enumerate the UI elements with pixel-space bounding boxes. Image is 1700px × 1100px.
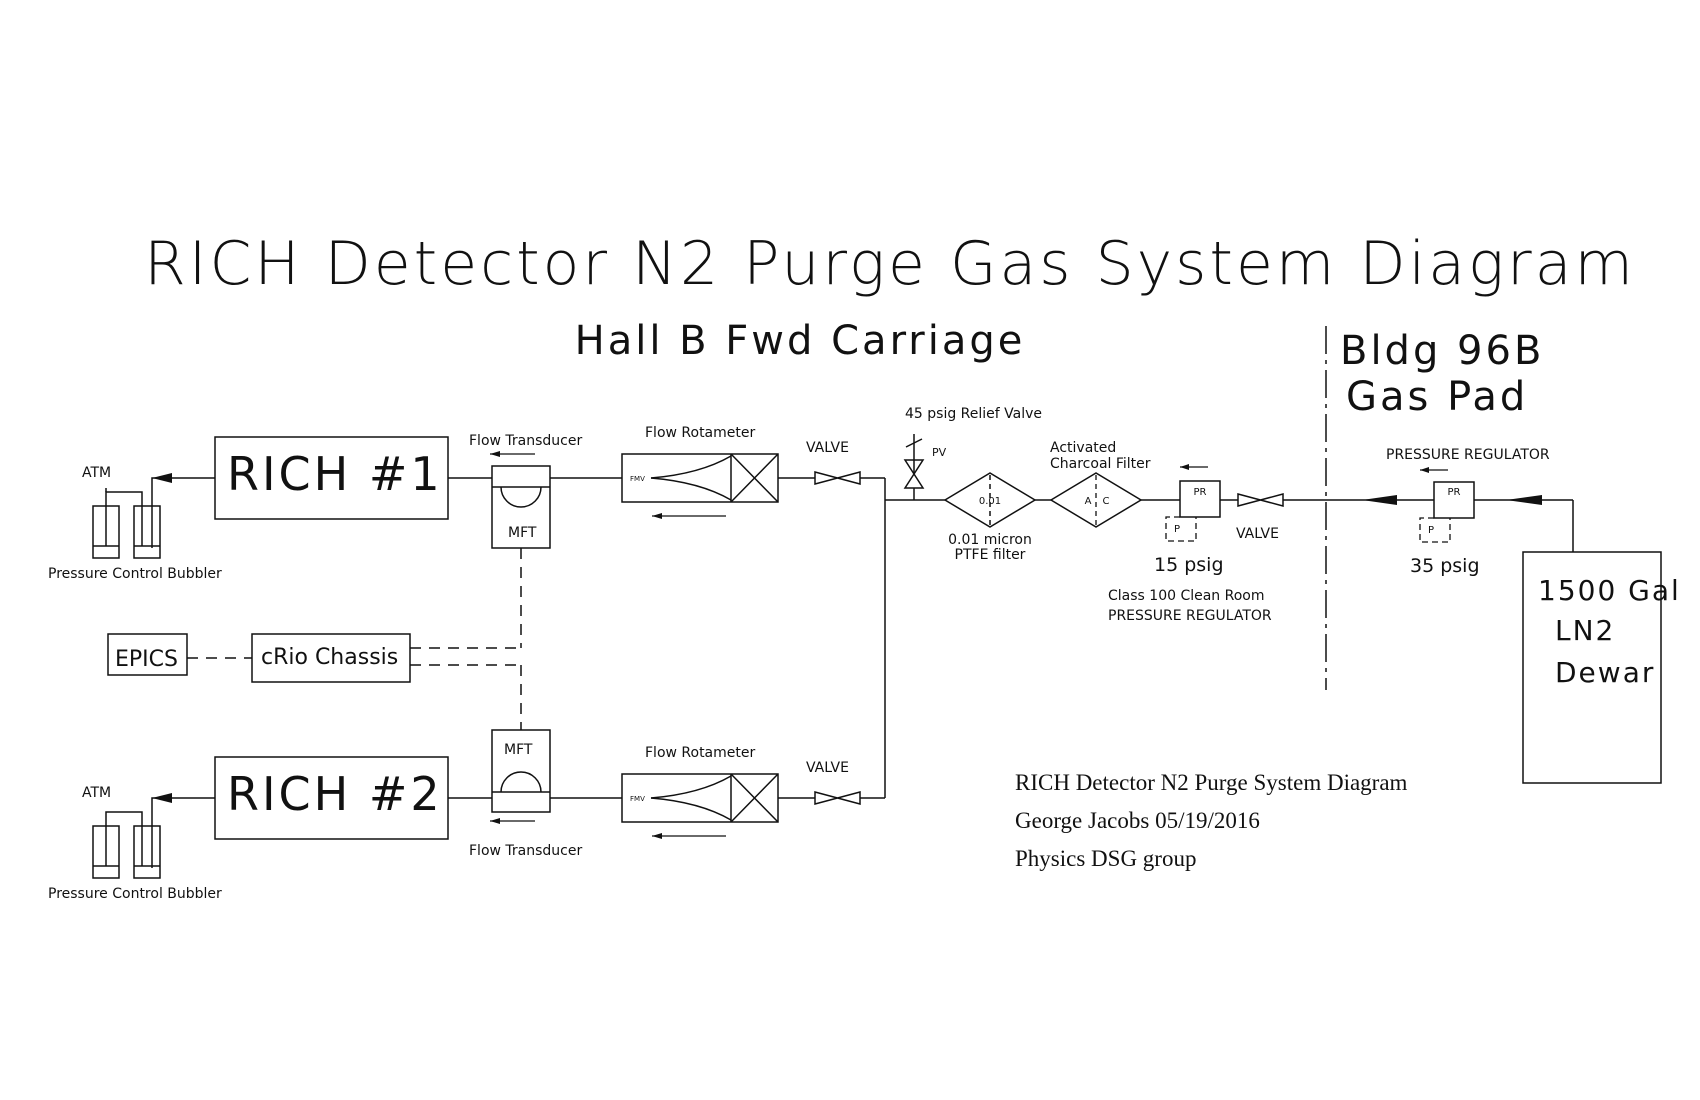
flow-rotameter-label: Flow Rotameter <box>645 425 755 441</box>
bubbler-label: Pressure Control Bubbler <box>48 886 222 902</box>
flow-rotameter-1: Flow Rotameter FMV <box>621 425 779 519</box>
clean-room-label-2: PRESSURE REGULATOR <box>1108 608 1272 624</box>
valve-label: VALVE <box>806 440 849 456</box>
dewar-label-2: LN2 <box>1555 614 1615 647</box>
psig-35-label: 35 psig <box>1410 555 1480 577</box>
ptfe-filter-mark: 0.01 <box>979 496 1001 507</box>
fmv-label: FMV <box>630 475 645 483</box>
info-line-3: Physics DSG group <box>1015 846 1196 871</box>
epics-label: EPICS <box>115 647 178 672</box>
charcoal-a: A <box>1085 496 1092 507</box>
info-line-1: RICH Detector N2 Purge System Diagram <box>1015 770 1408 795</box>
flow-transducer-2: MFT Flow Transducer <box>469 729 582 859</box>
epics-box <box>107 633 188 676</box>
valve-label: VALVE <box>1236 526 1279 542</box>
mft-label: MFT <box>504 742 533 758</box>
pressure-control-bubbler-1: ATM Pressure Control Bubbler <box>48 465 222 582</box>
ptfe-filter: 0.01 0.01 micron PTFE filter <box>943 472 1037 563</box>
flow-transducer-1: Flow Transducer MFT <box>469 433 582 549</box>
clean-room-label-1: Class 100 Clean Room <box>1108 588 1265 604</box>
crio-chassis-label: cRio Chassis <box>261 645 398 670</box>
rich-2-label: RICH #2 <box>227 767 443 821</box>
psig-15-label: 15 psig <box>1154 554 1224 576</box>
info-line-2: George Jacobs 05/19/2016 <box>1015 808 1260 833</box>
flow-rotameter-label: Flow Rotameter <box>645 745 755 761</box>
zone-label-bldg-96b: Bldg 96B <box>1340 328 1544 374</box>
p-label: P <box>1174 524 1180 535</box>
pr-label: PR <box>1194 487 1207 498</box>
diagram-title: RICH Detector N2 Purge Gas System Diagra… <box>144 229 1636 299</box>
pv-label: PV <box>932 446 947 459</box>
charcoal-filter-label-1: Activated <box>1050 440 1116 456</box>
ptfe-filter-label-2: PTFE filter <box>955 547 1026 563</box>
zone-label-gas-pad: Gas Pad <box>1346 374 1528 420</box>
clean-room-pressure-regulator: PR P 15 psig Class 100 Clean Room PRESSU… <box>1108 464 1272 624</box>
valve-label: VALVE <box>806 760 849 776</box>
charcoal-c: C <box>1103 496 1110 507</box>
ptfe-filter-label-1: 0.01 micron <box>948 532 1032 548</box>
flow-transducer-label: Flow Transducer <box>469 433 582 449</box>
valve-1: VALVE <box>806 440 861 485</box>
pr-label: PR <box>1448 487 1461 498</box>
crio-chassis-box <box>251 633 411 683</box>
atm-label: ATM <box>82 785 111 801</box>
atm-label: ATM <box>82 465 111 481</box>
p-label: P <box>1428 525 1434 536</box>
zone-label-hall-b: Hall B Fwd Carriage <box>575 318 1026 364</box>
activated-charcoal-filter: Activated Charcoal Filter A C <box>1049 440 1151 528</box>
pressure-regulator-label: PRESSURE REGULATOR <box>1386 447 1550 463</box>
relief-valve-label: 45 psig Relief Valve <box>905 406 1042 422</box>
valve-3: VALVE <box>1236 493 1284 542</box>
gas-pad-pressure-regulator: PRESSURE REGULATOR PR P 35 psig <box>1386 447 1550 577</box>
flow-rotameter-2: Flow Rotameter FMV <box>621 745 779 839</box>
rich-2-box <box>214 756 449 840</box>
mft-label: MFT <box>508 525 537 541</box>
fmv-label: FMV <box>630 795 645 803</box>
valve-2: VALVE <box>806 760 861 805</box>
rich-1-label: RICH #1 <box>227 447 443 501</box>
dewar-label-3: Dewar <box>1555 656 1655 689</box>
flow-transducer-label: Flow Transducer <box>469 843 582 859</box>
bubbler-label: Pressure Control Bubbler <box>48 566 222 582</box>
rich-1-box <box>214 436 449 520</box>
dewar-label-1: 1500 Gal <box>1538 574 1681 607</box>
relief-valve: 45 psig Relief Valve PV <box>903 406 1042 500</box>
charcoal-filter-label-2: Charcoal Filter <box>1050 456 1151 472</box>
pressure-control-bubbler-2: ATM Pressure Control Bubbler <box>48 785 222 902</box>
ln2-dewar: 1500 Gal LN2 Dewar <box>1522 551 1681 784</box>
